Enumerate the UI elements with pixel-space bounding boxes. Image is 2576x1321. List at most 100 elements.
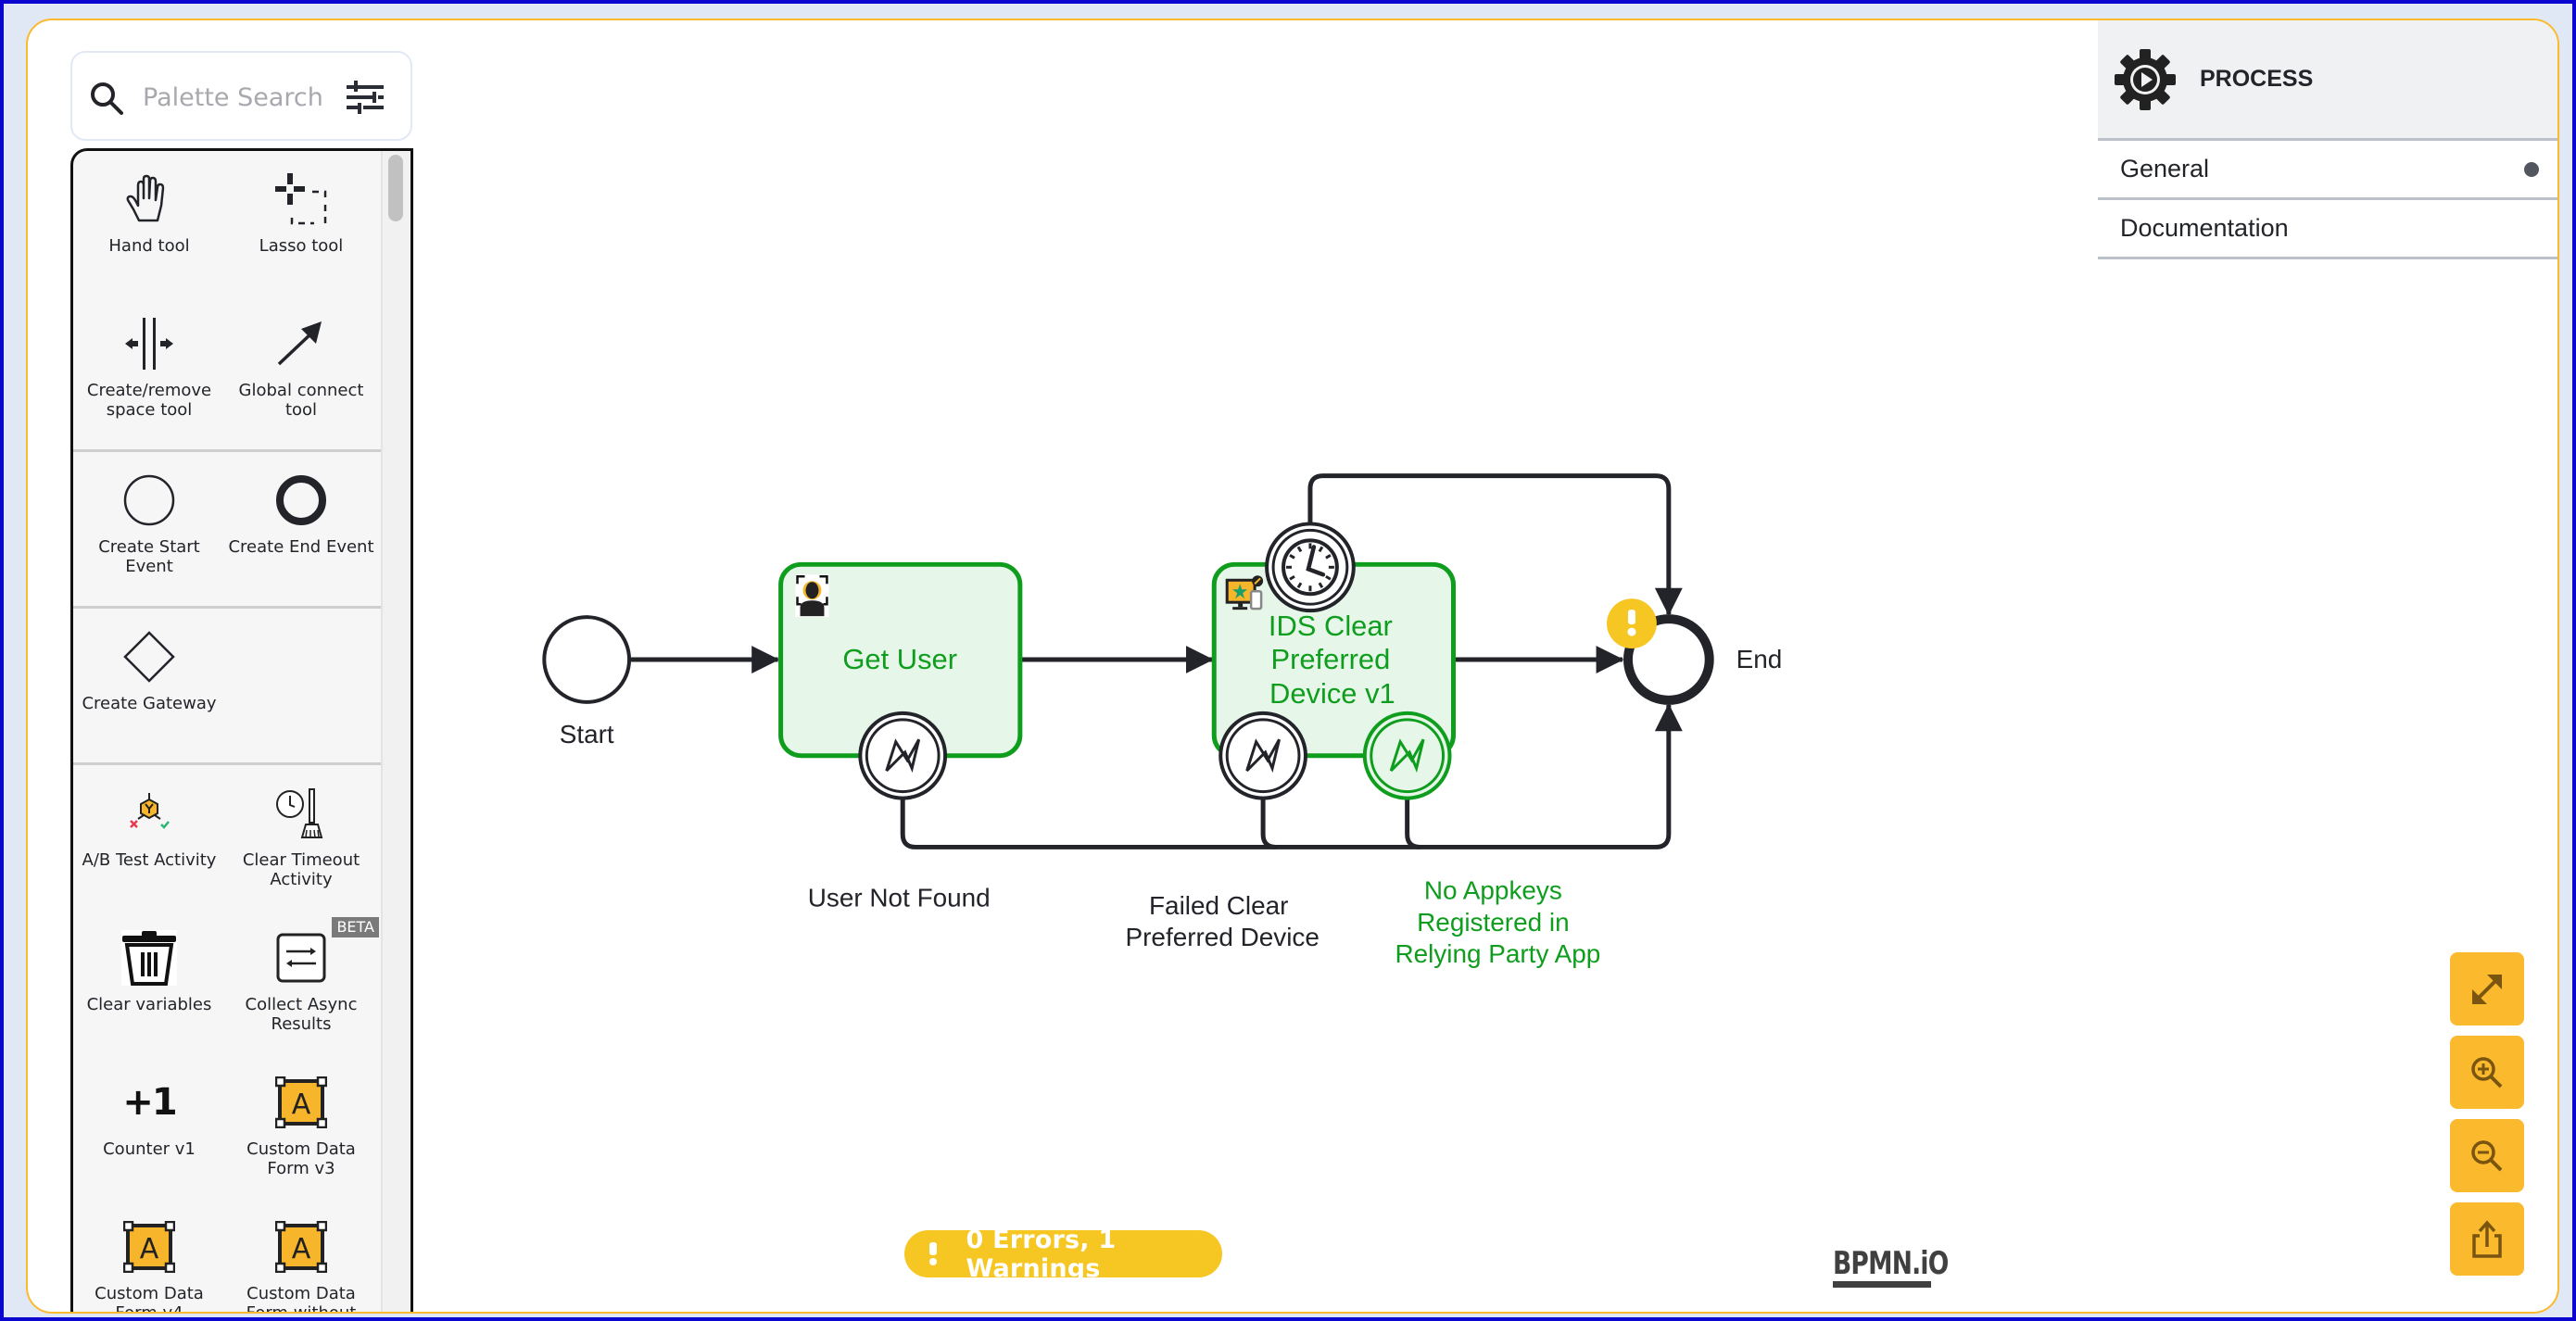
palette-entry-label: Custom Data Form v3 <box>246 1139 356 1178</box>
ab-test-icon <box>130 793 170 829</box>
palette-entry-label: Create End Event <box>228 537 374 557</box>
logo-text: BPMN.iO <box>1833 1245 1949 1282</box>
diagram-canvas[interactable]: Start Get User <box>28 20 2557 1312</box>
properties-title: PROCESS <box>2200 66 2314 92</box>
palette-entry-hand-tool[interactable]: Hand tool <box>73 157 225 301</box>
properties-header: PROCESS <box>2098 20 2557 141</box>
palette-entry-global-connect[interactable]: Global connect tool <box>225 301 377 446</box>
palette-entry-label: Create Gateway <box>82 694 217 713</box>
lint-status-button[interactable]: 0 Errors, 1 Warnings <box>904 1226 1222 1283</box>
filter-settings-icon[interactable] <box>347 81 384 114</box>
window-frame: Start Get User <box>4 4 2572 1317</box>
palette-group-activities: A/B Test Activity Clear T <box>73 765 385 1314</box>
sequence-flows <box>630 473 1683 849</box>
warning-badge[interactable] <box>1607 598 1657 649</box>
exclamation-icon <box>1627 610 1636 636</box>
palette-entry-counter[interactable]: +1 Counter v1 <box>73 1060 225 1204</box>
palette: Hand tool Lasso tool <box>70 148 413 1314</box>
palette-entry-label: Clear Timeout Activity <box>242 850 360 889</box>
device-icon <box>1225 575 1264 610</box>
palette-entry-custom-form-no-response[interactable]: A Custom Data Form without response <box>225 1204 377 1314</box>
palette-search-input[interactable] <box>143 79 324 116</box>
form-glyph: A <box>140 1233 159 1265</box>
logo-underline <box>1833 1281 1931 1288</box>
palette-group-tools: Hand tool Lasso tool <box>73 151 385 452</box>
flow-no-appkeys-to-end <box>1405 799 1421 849</box>
task-label-line-1: IDS Clear <box>1269 610 1393 642</box>
collect-async-icon <box>276 933 326 983</box>
process-gear-icon <box>2115 48 2176 110</box>
palette-search <box>70 51 412 141</box>
task-get-user[interactable]: Get User <box>778 561 1023 759</box>
palette-entry-ab-test[interactable]: A/B Test Activity <box>73 771 225 915</box>
boundary-timer[interactable] <box>1265 522 1356 613</box>
lint-status-text: 0 Errors, 1 Warnings <box>966 1225 1117 1283</box>
palette-entry-collect-async[interactable]: BETA Collect Async Results <box>225 915 379 1060</box>
space-tool-icon <box>125 318 173 370</box>
task-ids-clear-preferred-device[interactable]: IDS Clear Preferred Device v1 <box>1211 561 1456 759</box>
connect-arrow-icon <box>277 321 322 366</box>
zoom-in-button[interactable] <box>2450 1036 2524 1109</box>
bpmn-io-logo[interactable]: BPMN.iO <box>1833 1245 1949 1288</box>
palette-group-gateways: Create Gateway <box>73 609 385 765</box>
palette-scrollbar-thumb[interactable] <box>388 155 403 221</box>
palette-entry-custom-form-v4[interactable]: A Custom Data Form v4 <box>73 1204 225 1312</box>
palette-entry-clear-variables[interactable]: Clear variables <box>73 915 225 1060</box>
palette-entry-label: Create/remove space tool <box>86 381 212 420</box>
gateway-icon <box>123 631 175 683</box>
custom-form-icon: A <box>275 1221 327 1273</box>
palette-entry-label: Hand tool <box>108 236 190 256</box>
properties-section-general[interactable]: General <box>2098 141 2557 200</box>
fit-viewport-button[interactable] <box>2450 952 2524 1025</box>
section-data-indicator <box>2524 162 2539 177</box>
clock-icon <box>1282 538 1339 597</box>
palette-entry-custom-form-v3[interactable]: A Custom Data Form v3 <box>225 1060 377 1204</box>
palette-entry-label: Counter v1 <box>103 1139 196 1159</box>
custom-form-icon: A <box>123 1221 175 1273</box>
modeler-app: Start Get User <box>26 19 2559 1314</box>
section-label: Documentation <box>2120 214 2289 242</box>
palette-entry-end-event[interactable]: Create End Event <box>225 458 377 602</box>
palette-entry-clear-timeout[interactable]: Clear Timeout Activity <box>225 771 377 915</box>
boundary-label-line-1: Failed Clear <box>1149 891 1288 920</box>
boundary-label-line-1: No Appkeys <box>1424 875 1562 904</box>
palette-entry-label: Collect Async Results <box>245 995 358 1034</box>
custom-form-icon: A <box>275 1076 327 1128</box>
trash-icon <box>121 930 177 986</box>
section-label: General <box>2120 155 2210 182</box>
flow-failed-clear-to-end <box>1260 799 1277 849</box>
form-glyph: A <box>292 1088 311 1121</box>
zoom-in-icon <box>2471 1056 2503 1088</box>
palette-entry-space-tool[interactable]: Create/remove space tool <box>73 301 225 446</box>
end-event-label: End <box>1736 645 1783 673</box>
start-event[interactable]: Start <box>542 615 632 749</box>
palette-scrollbar[interactable] <box>381 151 410 1312</box>
task-label-line-2: Preferred <box>1270 643 1390 675</box>
start-event-icon <box>123 474 175 526</box>
boundary-label-line-2: Registered in <box>1417 908 1569 937</box>
palette-entry-lasso-tool[interactable]: Lasso tool <box>225 157 377 301</box>
palette-entry-label: A/B Test Activity <box>82 850 217 870</box>
palette-entry-label: Custom Data Form without response <box>246 1284 357 1314</box>
export-button[interactable] <box>2450 1202 2524 1276</box>
boundary-error-no-appkeys[interactable]: No Appkeys Registered in Relying Party A… <box>1362 711 1601 968</box>
properties-section-documentation[interactable]: Documentation <box>2098 200 2557 259</box>
flow-timer-to-end[interactable] <box>1307 473 1683 616</box>
start-event-label: Start <box>560 720 614 749</box>
zoom-out-icon <box>2471 1139 2503 1171</box>
flow-user-not-found-to-end[interactable] <box>900 703 1683 849</box>
boundary-label-line-3: Relying Party App <box>1395 939 1600 968</box>
counter-icon: +1 <box>122 1081 177 1124</box>
boundary-label: User Not Found <box>808 883 991 912</box>
boundary-error-user-not-found[interactable]: User Not Found <box>808 711 991 912</box>
expand-icon <box>2472 974 2502 1004</box>
properties-panel: PROCESS General Documentation <box>2098 20 2557 275</box>
zoom-out-button[interactable] <box>2450 1119 2524 1192</box>
boundary-error-failed-clear[interactable]: Failed Clear Preferred Device <box>1126 711 1320 951</box>
clear-timeout-icon <box>276 788 323 838</box>
palette-entry-gateway[interactable]: Create Gateway <box>73 614 225 759</box>
palette-entry-label: Global connect tool <box>238 381 364 420</box>
palette-entry-start-event[interactable]: Create Start Event <box>73 458 225 602</box>
user-scan-icon <box>795 574 829 618</box>
form-glyph: A <box>292 1233 311 1265</box>
